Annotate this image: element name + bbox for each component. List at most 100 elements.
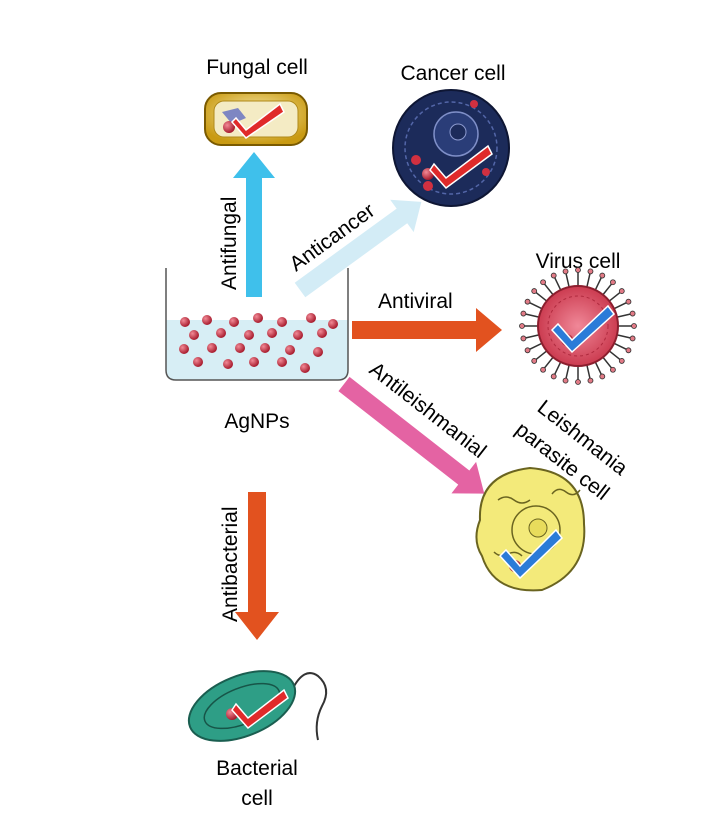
virus-spike-tip [524, 298, 531, 305]
bacterial-cell-icon [187, 670, 328, 742]
agnps-beaker [165, 268, 349, 381]
virus-spike-tip [631, 323, 637, 329]
virus-spike-tip [520, 310, 527, 317]
virus-spike-tip [610, 366, 616, 373]
cancer-cell-label: Cancer cell [400, 62, 505, 85]
virus-spike [565, 364, 570, 379]
nanoparticle-icon [180, 317, 190, 327]
antifungal-arrow [233, 152, 275, 297]
virus-spike-tip [575, 379, 581, 385]
virus-spike-tip [625, 347, 632, 354]
leishmania-check-icon [498, 528, 563, 580]
nanoparticle-icon [317, 328, 327, 338]
virus-spike [535, 291, 548, 302]
virus-spike [543, 356, 554, 369]
virus-spike-tip [550, 373, 557, 380]
virus-check-icon [550, 304, 616, 354]
virus-cell-label: Virus cell [536, 250, 621, 273]
virus-spike [616, 313, 631, 318]
virus-spike-tip [531, 288, 538, 294]
nanoparticle-icon [277, 357, 287, 367]
antiviral-label: Antiviral [378, 290, 453, 313]
virus-spike [529, 342, 543, 351]
virus-spike [594, 277, 603, 291]
virus-spike-tip [587, 377, 594, 384]
virus-spike [553, 361, 562, 375]
nanoparticles [179, 313, 338, 373]
nanoparticle-icon [229, 317, 239, 327]
virus-spike [535, 350, 548, 361]
virus-cell-icon [519, 267, 637, 385]
virus-spike-tip [519, 323, 525, 329]
leishmania-cell-icon [475, 466, 586, 592]
antibacterial-arrow [235, 492, 279, 640]
virus-spike [602, 283, 613, 296]
fungal-check-icon [230, 102, 285, 139]
fungal-cell-icon [204, 92, 308, 146]
cancer-cell-icon [392, 89, 510, 207]
virus-spike-tip [531, 358, 538, 364]
virus-spike-tip [618, 358, 625, 364]
virus-spike-tip [540, 279, 546, 286]
anticancer-arrow [294, 199, 422, 298]
virus-spike [586, 273, 591, 288]
virus-spike-tip [629, 335, 636, 342]
virus-spike-tip [520, 335, 527, 342]
virus-spike-tip [610, 279, 616, 286]
nanoparticle-icon [267, 328, 277, 338]
virus-spike [608, 350, 621, 361]
virus-spike-tip [629, 310, 636, 317]
nanoparticle-icon [244, 330, 254, 340]
virus-spike-tip [599, 272, 606, 279]
beaker-outline [165, 268, 349, 381]
virus-spike-tip [599, 373, 606, 380]
virus-spike [525, 313, 540, 318]
nanoparticle-icon [277, 317, 287, 327]
virus-spike-tip [540, 366, 546, 373]
agnps-label: AgNPs [224, 410, 289, 433]
nanoparticle-icon [249, 357, 259, 367]
virus-spike [613, 342, 627, 351]
bacterial-check-icon [231, 688, 289, 730]
nanoparticle-icon [216, 328, 226, 338]
virus-spike [565, 273, 570, 288]
virus-spike-tip [562, 377, 569, 384]
nanoparticle-icon [253, 313, 263, 323]
nanoparticle-icon [285, 345, 295, 355]
nanoparticle-icon [235, 343, 245, 353]
virus-spikes [519, 267, 637, 385]
bacterial-label-line1: Bacterial [216, 757, 298, 780]
antibacterial-label: Antibacterial [219, 506, 242, 622]
virus-spike-tip [625, 298, 632, 305]
virus-spike-tip [524, 347, 531, 354]
virus-spike-tip [562, 268, 569, 275]
nanoparticle-icon [223, 359, 233, 369]
nanoparticle-icon [260, 343, 270, 353]
nanoparticle-icon [207, 343, 217, 353]
nanoparticle-icon [293, 330, 303, 340]
antifungal-label: Antifungal [218, 197, 241, 290]
virus-spike [594, 361, 603, 375]
virus-spike-tip [575, 267, 581, 273]
antiviral-arrow [352, 308, 502, 352]
virus-spike [613, 301, 627, 310]
virus-spike [553, 277, 562, 291]
virus-spike [543, 283, 554, 296]
nanoparticle-icon [306, 313, 316, 323]
virus-spike-tip [618, 288, 625, 294]
nanoparticle-icon [202, 315, 212, 325]
nanoparticle-icon [189, 330, 199, 340]
nanoparticle-icon [193, 357, 203, 367]
virus-spike [586, 364, 591, 379]
nanoparticle-icon [179, 344, 189, 354]
antileishmanial-arrow [338, 376, 485, 494]
virus-spike [602, 356, 613, 369]
virus-spike [616, 334, 631, 339]
nanoparticle-icon [300, 363, 310, 373]
nanoparticle-icon [313, 347, 323, 357]
virus-spike [529, 301, 543, 310]
bacterial-flagellum [291, 672, 328, 741]
nanoparticle-icon [328, 319, 338, 329]
virus-spike-tip [587, 268, 594, 275]
